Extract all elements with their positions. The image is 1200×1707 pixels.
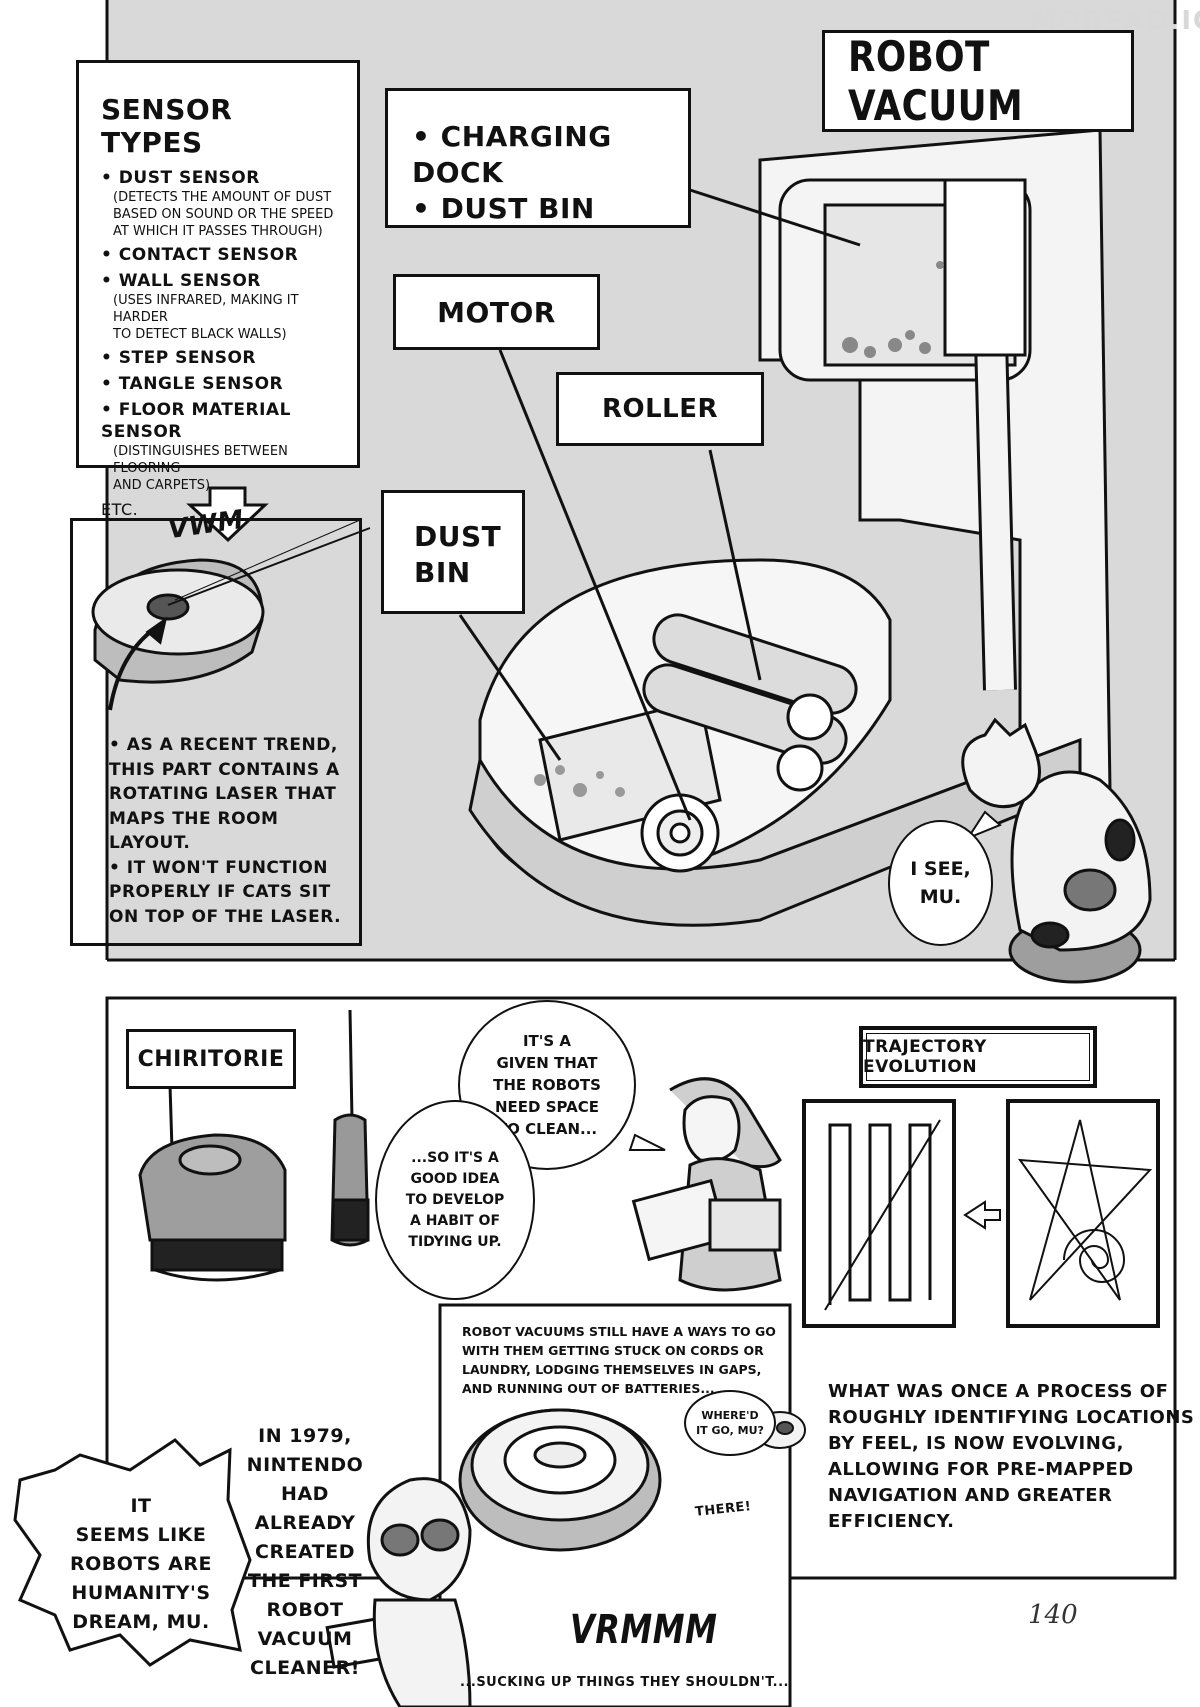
- stuck-caption: ROBOT VACUUMS STILL HAVE A WAYS TO GO WI…: [462, 1324, 776, 1396]
- motor-label: MOTOR: [393, 274, 600, 350]
- sfx-vrmmm: VRMMM: [570, 1605, 718, 1653]
- evolution-caption: WHAT WAS ONCE A PROCESS OF ROUGHLY IDENT…: [828, 1381, 1195, 1532]
- sensor-item-label: • DUST SENSOR: [101, 168, 260, 188]
- cat-speech-bubble: I SEE, MU.: [888, 820, 993, 946]
- sensor-item-label: • FLOOR MATERIAL SENSOR: [101, 400, 291, 442]
- sensor-item-label: • STEP SENSOR: [101, 348, 256, 368]
- sensor-item: • DUST SENSOR (DETECTS THE AMOUNT OF DUS…: [101, 167, 339, 240]
- trajectory-evolution-label: TRAJECTORY EVOLUTION: [859, 1026, 1097, 1088]
- trajectory-new-path: [1006, 1099, 1160, 1328]
- left-arrow-icon: [963, 1200, 1001, 1230]
- sensor-etc: ETC.: [101, 500, 139, 519]
- trajectory-old-path: [802, 1099, 956, 1328]
- chiritorie-illustration: [138, 1009, 370, 1282]
- sensor-item-label: • WALL SENSOR: [101, 271, 261, 291]
- burst-bubble-shape: [13, 1438, 252, 1667]
- nintendo-text: IN 1979, NINTENDO HAD ALREADY CREATED TH…: [246, 1425, 364, 1679]
- girl-tidying-illustration: [631, 1077, 782, 1292]
- charging-dock-label: • CHARGING DOCK • DUST BIN: [385, 88, 691, 228]
- robot-vacuum-title-box: ROBOT VACUUM: [822, 30, 1134, 132]
- owl-cat-illustration: [325, 1477, 472, 1707]
- cat-sitting-illustration: [961, 717, 1152, 984]
- sensor-item: • STEP SENSOR: [101, 347, 339, 369]
- sensor-item: • TANGLE SENSOR: [101, 373, 339, 395]
- sensor-item-label: • CONTACT SENSOR: [101, 245, 299, 265]
- chiritorie-label: CHIRITORIE: [126, 1029, 296, 1089]
- leader-lines: [458, 188, 861, 821]
- laser-info-box: • AS A RECENT TREND, THIS PART CONTAINS …: [70, 518, 362, 946]
- page-number: 140: [1028, 1600, 1078, 1630]
- down-arrow: [186, 486, 269, 543]
- sensor-item: • FLOOR MATERIAL SENSOR (DISTINGUISHES B…: [101, 399, 339, 494]
- roomba-illustration: [458, 1408, 662, 1552]
- where-speech-bubble: WHERE'D IT GO, MU?: [684, 1390, 776, 1456]
- charging-dock-illustration: [758, 128, 1112, 802]
- roller-label: ROLLER: [556, 372, 764, 446]
- tidy-speech-bubble: ...SO IT'S A GOOD IDEA TO DEVELOP A HABI…: [375, 1100, 535, 1300]
- sensor-item: • CONTACT SENSOR: [101, 244, 339, 266]
- robot-vacuum-title: ROBOT VACUUM: [847, 32, 1024, 130]
- sensor-item-note: (USES INFRARED, MAKING IT HARDER TO DETE…: [113, 293, 299, 342]
- dream-speech-text: IT SEEMS LIKE ROBOTS ARE HUMANITY'S DREA…: [70, 1495, 212, 1633]
- sensor-types-heading: SENSOR TYPES: [101, 93, 233, 159]
- sensor-item-label: • TANGLE SENSOR: [101, 374, 284, 394]
- sensor-item-note: (DETECTS THE AMOUNT OF DUST BASED ON SOU…: [113, 190, 334, 239]
- sensor-types-box: SENSOR TYPES • DUST SENSOR (DETECTS THE …: [76, 60, 360, 519]
- sucking-caption: ...SUCKING UP THINGS THEY SHOULDN'T...: [460, 1675, 789, 1690]
- sensor-item: • WALL SENSOR (USES INFRARED, MAKING IT …: [101, 270, 339, 343]
- laser-robot-illustration: [91, 519, 371, 711]
- dust-specks-bin: [534, 765, 625, 797]
- sensor-item-note: (DISTINGUISHES BETWEEN FLOORING AND CARP…: [113, 444, 288, 493]
- dust-specks-dock: [842, 261, 944, 358]
- sensor-list: • DUST SENSOR (DETECTS THE AMOUNT OF DUS…: [101, 167, 339, 494]
- dust-bin-label: DUST BIN: [381, 490, 525, 614]
- laser-note: • AS A RECENT TREND, THIS PART CONTAINS …: [109, 735, 342, 927]
